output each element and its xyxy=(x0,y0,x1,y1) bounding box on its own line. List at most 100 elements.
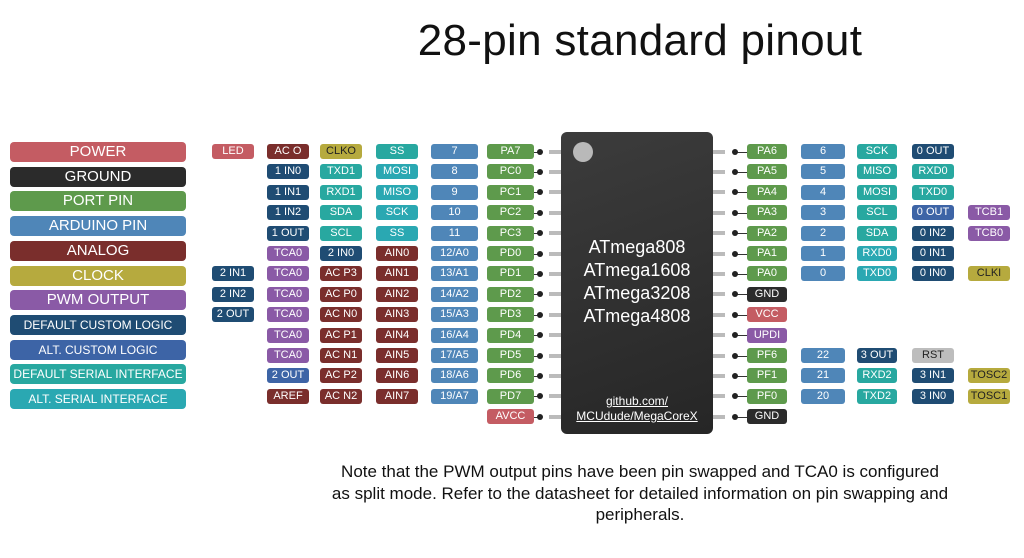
pin-function-label: AC P3 xyxy=(320,266,362,282)
pin-function-label: SCL xyxy=(320,225,362,241)
pin-function-label: 12/A0 xyxy=(431,246,478,261)
pin-lead xyxy=(549,414,561,419)
pin-function-label: 0 IN0 xyxy=(912,266,954,282)
pin-lead xyxy=(549,333,561,338)
pin-function-label: SCK xyxy=(857,144,897,159)
pin-lead xyxy=(713,271,725,276)
pin-port-label: PA7 xyxy=(487,144,534,159)
pin-function-label: 2 OUT xyxy=(212,307,254,323)
pin-dot xyxy=(537,270,543,277)
pin-lead xyxy=(713,251,725,256)
pin-port-label: PA0 xyxy=(747,266,787,282)
repo-link[interactable]: github.com/ MCUdude/MegaCoreX xyxy=(561,394,713,424)
pin-lead xyxy=(549,292,561,297)
pin-function-label: 0 OUT xyxy=(912,144,954,159)
pin-connector xyxy=(735,253,747,255)
pin-dot xyxy=(537,189,543,196)
pin-function-label: LED xyxy=(212,144,254,159)
pin-lead xyxy=(713,149,725,154)
pin-function-label: 1 IN2 xyxy=(267,205,309,221)
pin-function-label: AIN0 xyxy=(376,246,418,261)
pin-port-label: PA6 xyxy=(747,144,787,159)
pin-function-label: 13/A1 xyxy=(431,266,478,282)
page-title: 28-pin standard pinout xyxy=(417,16,863,65)
pin-function-label: 20 xyxy=(801,388,845,404)
pin-function-label: RXD0 xyxy=(912,164,954,180)
legend-arduino: ARDUINO PIN xyxy=(10,216,186,237)
chip-name: ATmega808 xyxy=(588,237,686,257)
pin-function-label: 2 xyxy=(801,225,845,241)
legend-serial_alt: ALT. SERIAL INTERFACE xyxy=(10,389,186,409)
pin-connector xyxy=(735,375,747,377)
legend-analog: ANALOG xyxy=(10,240,186,261)
pin-function-label: 9 xyxy=(431,184,478,200)
pin-function-label: SCL xyxy=(857,205,897,221)
pin-function-label: TXD0 xyxy=(857,266,897,282)
pin-dot xyxy=(732,413,738,420)
pin-function-label: 3 xyxy=(801,205,845,221)
pin-dot xyxy=(537,372,543,379)
pin-lead xyxy=(713,292,725,297)
pin-port-label: AVCC xyxy=(487,409,534,425)
footnote: Note that the PWM output pins have been … xyxy=(331,462,949,524)
pin-function-label: 1 OUT xyxy=(267,225,309,241)
pin-function-label: 19/A7 xyxy=(431,388,478,404)
pin-function-label: 4 xyxy=(801,184,845,200)
pin-port-label: PC0 xyxy=(487,164,534,180)
pin-connector xyxy=(735,294,747,296)
legend-logic_alt: ALT. CUSTOM LOGIC xyxy=(10,339,186,360)
pin-function-label: SDA xyxy=(857,225,897,241)
pin-function-label: AIN7 xyxy=(376,388,418,404)
pin-function-label: 2 IN2 xyxy=(212,286,254,302)
legend-logic_def: DEFAULT CUSTOM LOGIC xyxy=(10,314,186,335)
pin-function-label: SS xyxy=(376,225,418,241)
pin-function-label: AC N1 xyxy=(320,348,362,363)
pin-lead xyxy=(549,169,561,174)
pin-function-label: AIN3 xyxy=(376,307,418,323)
pin-function-label: TCA0 xyxy=(267,286,309,302)
pin-function-label: 2 IN0 xyxy=(320,246,362,261)
pin-function-label: 14/A2 xyxy=(431,286,478,302)
pin-lead xyxy=(713,169,725,174)
pin-function-label: 1 IN0 xyxy=(267,164,309,180)
pin-function-label: MOSI xyxy=(376,164,418,180)
pin-dot xyxy=(732,332,738,339)
pin-function-label: AC N0 xyxy=(320,307,362,323)
pin-function-label: TCA0 xyxy=(267,327,309,343)
pin-port-label: PF6 xyxy=(747,348,787,363)
pin-function-label: TOSC2 xyxy=(968,368,1010,384)
pin-function-label: AC P2 xyxy=(320,368,362,384)
pin-function-label: 0 IN2 xyxy=(912,225,954,241)
pin-dot xyxy=(537,393,543,400)
chip-name: ATmega1608 xyxy=(583,260,691,280)
pin-function-label: 17/A5 xyxy=(431,348,478,363)
pin-function-label: 22 xyxy=(801,348,845,363)
pin-dot xyxy=(732,291,738,298)
pin-connector xyxy=(735,233,747,235)
pin-function-label: RXD2 xyxy=(857,368,897,384)
pin-port-label: GND xyxy=(747,409,787,425)
pin-function-label: 2 OUT xyxy=(267,368,309,384)
pin-function-label: TXD0 xyxy=(912,184,954,200)
pin-function-label: 6 xyxy=(801,144,845,159)
pin-port-label: PD4 xyxy=(487,327,534,343)
pin-dot xyxy=(732,372,738,379)
pin-connector xyxy=(735,416,747,418)
pin-function-label: 10 xyxy=(431,205,478,221)
pin-dot xyxy=(732,168,738,175)
pin-dot xyxy=(732,311,738,318)
pin-function-label: TCB1 xyxy=(968,205,1010,221)
pin-port-label: PD3 xyxy=(487,307,534,323)
pin-port-label: PA5 xyxy=(747,164,787,180)
legend-ground: GROUND xyxy=(10,166,186,187)
pin-function-label: 5 xyxy=(801,164,845,180)
pin-function-label: TXD1 xyxy=(320,164,362,180)
pin-connector xyxy=(735,396,747,398)
pin-function-label: AC O xyxy=(267,144,309,159)
pin-function-label: MISO xyxy=(857,164,897,180)
pin-port-label: PD5 xyxy=(487,348,534,363)
pin-function-label: 0 xyxy=(801,266,845,282)
pin-port-label: PF1 xyxy=(747,368,787,384)
pin-function-label: SCK xyxy=(376,205,418,221)
pin-lead xyxy=(549,231,561,236)
